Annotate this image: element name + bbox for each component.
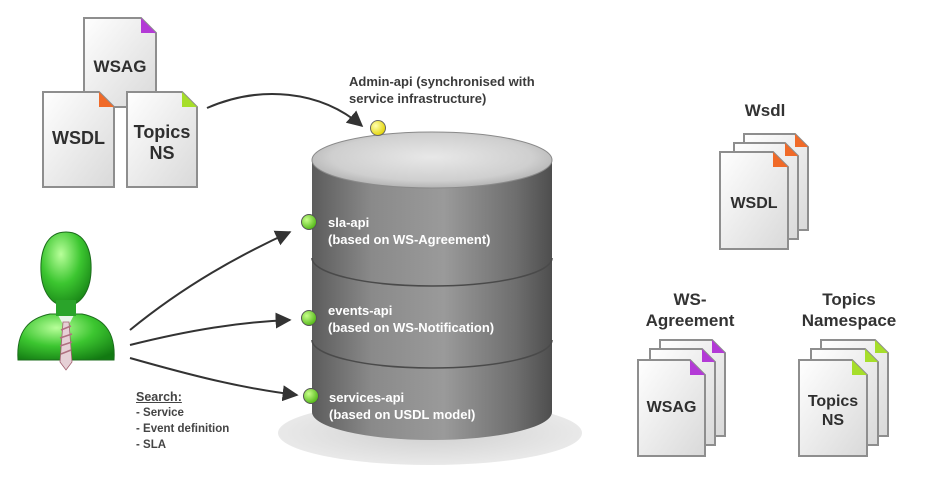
- topics-stack-title-line2: Namespace: [801, 311, 897, 330]
- doc-wsag-label: WSAG: [93, 57, 147, 76]
- wsag-stack-label: WSAG: [646, 399, 697, 416]
- topics-stack-label-line2: NS: [821, 412, 845, 429]
- admin-api-desc: (synchronised with: [416, 74, 535, 89]
- search-title: Search:: [136, 390, 182, 404]
- doc-topics-line1: Topics: [133, 122, 191, 142]
- events-api-desc: (based on WS-Notification): [328, 320, 495, 335]
- events-api-label: events-api (based on WS-Notification): [328, 302, 494, 336]
- admin-api-desc2: service infrastructure): [349, 91, 487, 106]
- search-item-event-definition: - Event definition: [136, 423, 230, 435]
- wsag-stack-title-line2: Agreement: [645, 311, 735, 330]
- admin-api-label: Admin-api (synchronised with service inf…: [349, 73, 535, 107]
- sla-api-dot: [301, 214, 317, 230]
- search-block: Search: - Service - Event definition - S…: [136, 389, 229, 453]
- events-api-dot: [301, 310, 317, 326]
- admin-api-name: Admin-api: [349, 74, 413, 89]
- wsag-stack: [637, 339, 726, 457]
- arrow-to-sla-api: [129, 230, 292, 331]
- topics-stack-label-line1: Topics: [807, 393, 859, 410]
- sla-api-label: sla-api (based on WS-Agreement): [328, 214, 491, 248]
- sla-api-name: sla-api: [328, 215, 370, 230]
- services-api-dot: [303, 388, 319, 404]
- search-item-sla: - SLA: [136, 439, 167, 451]
- topics-stack-title-line1: Topics: [822, 290, 876, 309]
- user-icon: [17, 231, 115, 371]
- wsag-stack-title: WS- Agreement: [620, 289, 760, 331]
- doc-topics-top: [126, 91, 198, 188]
- services-api-label: services-api (based on USDL model): [329, 389, 475, 423]
- arrow-to-events-api: [129, 312, 292, 346]
- doc-topics-line2: NS: [149, 143, 175, 163]
- events-api-name: events-api: [328, 303, 393, 318]
- services-api-desc: (based on USDL model): [329, 407, 476, 422]
- wsdl-stack-label: WSDL: [730, 195, 778, 212]
- topics-stack: [798, 339, 889, 457]
- topics-stack-title: Topics Namespace: [784, 289, 914, 331]
- search-item-service: - Service: [136, 407, 184, 419]
- doc-wsdl-label: WSDL: [52, 128, 105, 148]
- arrow-to-services-api: [129, 357, 299, 402]
- database: [311, 131, 553, 440]
- wsdl-stack-title: Wsdl: [744, 101, 786, 120]
- doc-wsdl-top: [42, 91, 115, 188]
- topics-stack-label: Topics NS: [799, 392, 867, 430]
- sla-api-desc: (based on WS-Agreement): [328, 232, 491, 247]
- doc-topics-label: Topics NS: [127, 122, 197, 164]
- services-api-name: services-api: [329, 390, 405, 405]
- wsag-stack-title-line1: WS-: [673, 290, 707, 309]
- arrow-to-admin-api: [206, 93, 364, 128]
- admin-api-dot: [370, 120, 386, 136]
- wsdl-stack: [719, 133, 809, 250]
